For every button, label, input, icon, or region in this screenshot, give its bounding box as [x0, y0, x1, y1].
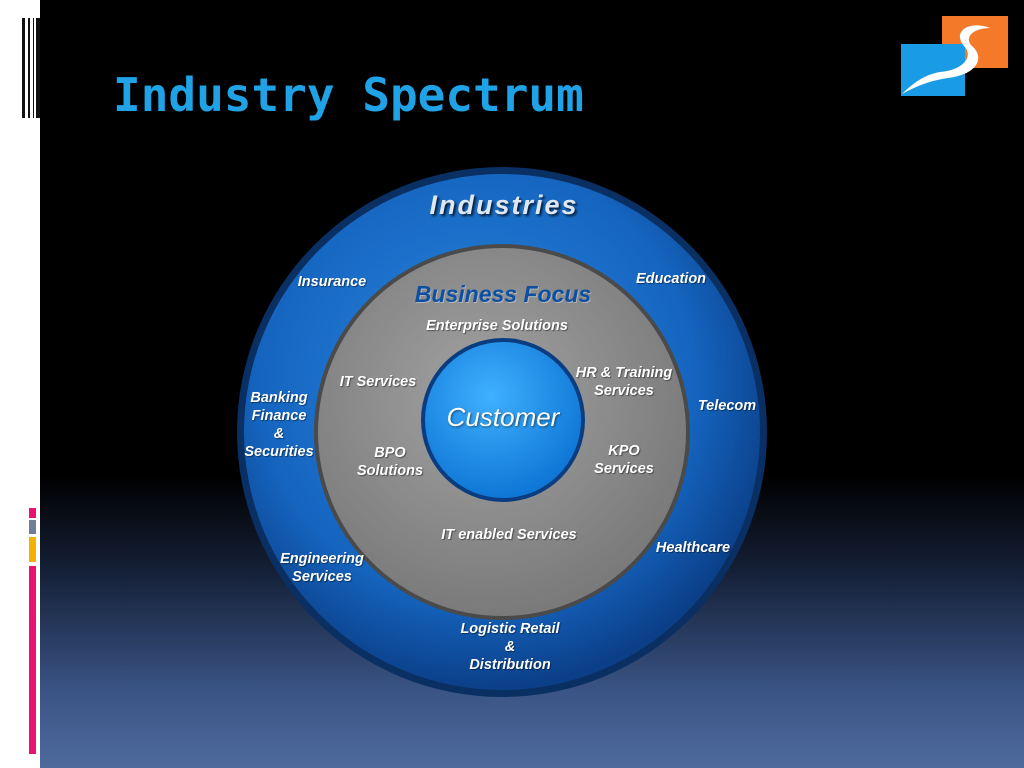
industry-label: Telecom — [697, 398, 757, 414]
industry-label: Healthcare — [655, 540, 731, 556]
s-logo-icon — [898, 14, 1010, 100]
industry-label: Education — [635, 271, 707, 287]
business-focus-label: IT enabled Services — [441, 527, 577, 543]
industry-label: Insurance — [297, 274, 367, 290]
business-focus-ring-title: Business Focus — [414, 281, 592, 307]
industry-spectrum-diagram: Industries Business Focus Customer Insur… — [230, 160, 775, 705]
business-focus-label: BPO Solutions — [356, 445, 424, 479]
industry-label: Engineering Services — [280, 551, 364, 585]
business-focus-label: HR & Training Services — [575, 365, 673, 399]
slide-title: Industry Spectrum — [113, 68, 584, 122]
business-focus-label: Enterprise Solutions — [426, 318, 568, 334]
decorative-vertical-lines — [22, 18, 40, 118]
accent-bar-gray — [29, 520, 36, 534]
customer-center-label: Customer — [446, 402, 560, 432]
industry-label: Logistic Retail & Distribution — [460, 621, 560, 673]
business-focus-label: IT Services — [339, 374, 417, 390]
industries-ring-title: Industries — [429, 190, 579, 220]
industry-label: Banking Finance & Securities — [244, 390, 314, 460]
accent-bar-pink — [29, 566, 36, 754]
business-focus-label: KPO Services — [594, 443, 654, 477]
left-sidebar-strip — [0, 0, 40, 768]
accent-bar-pink-top — [29, 508, 36, 518]
concentric-rings — [237, 167, 767, 697]
accent-bar-yellow — [29, 537, 36, 562]
